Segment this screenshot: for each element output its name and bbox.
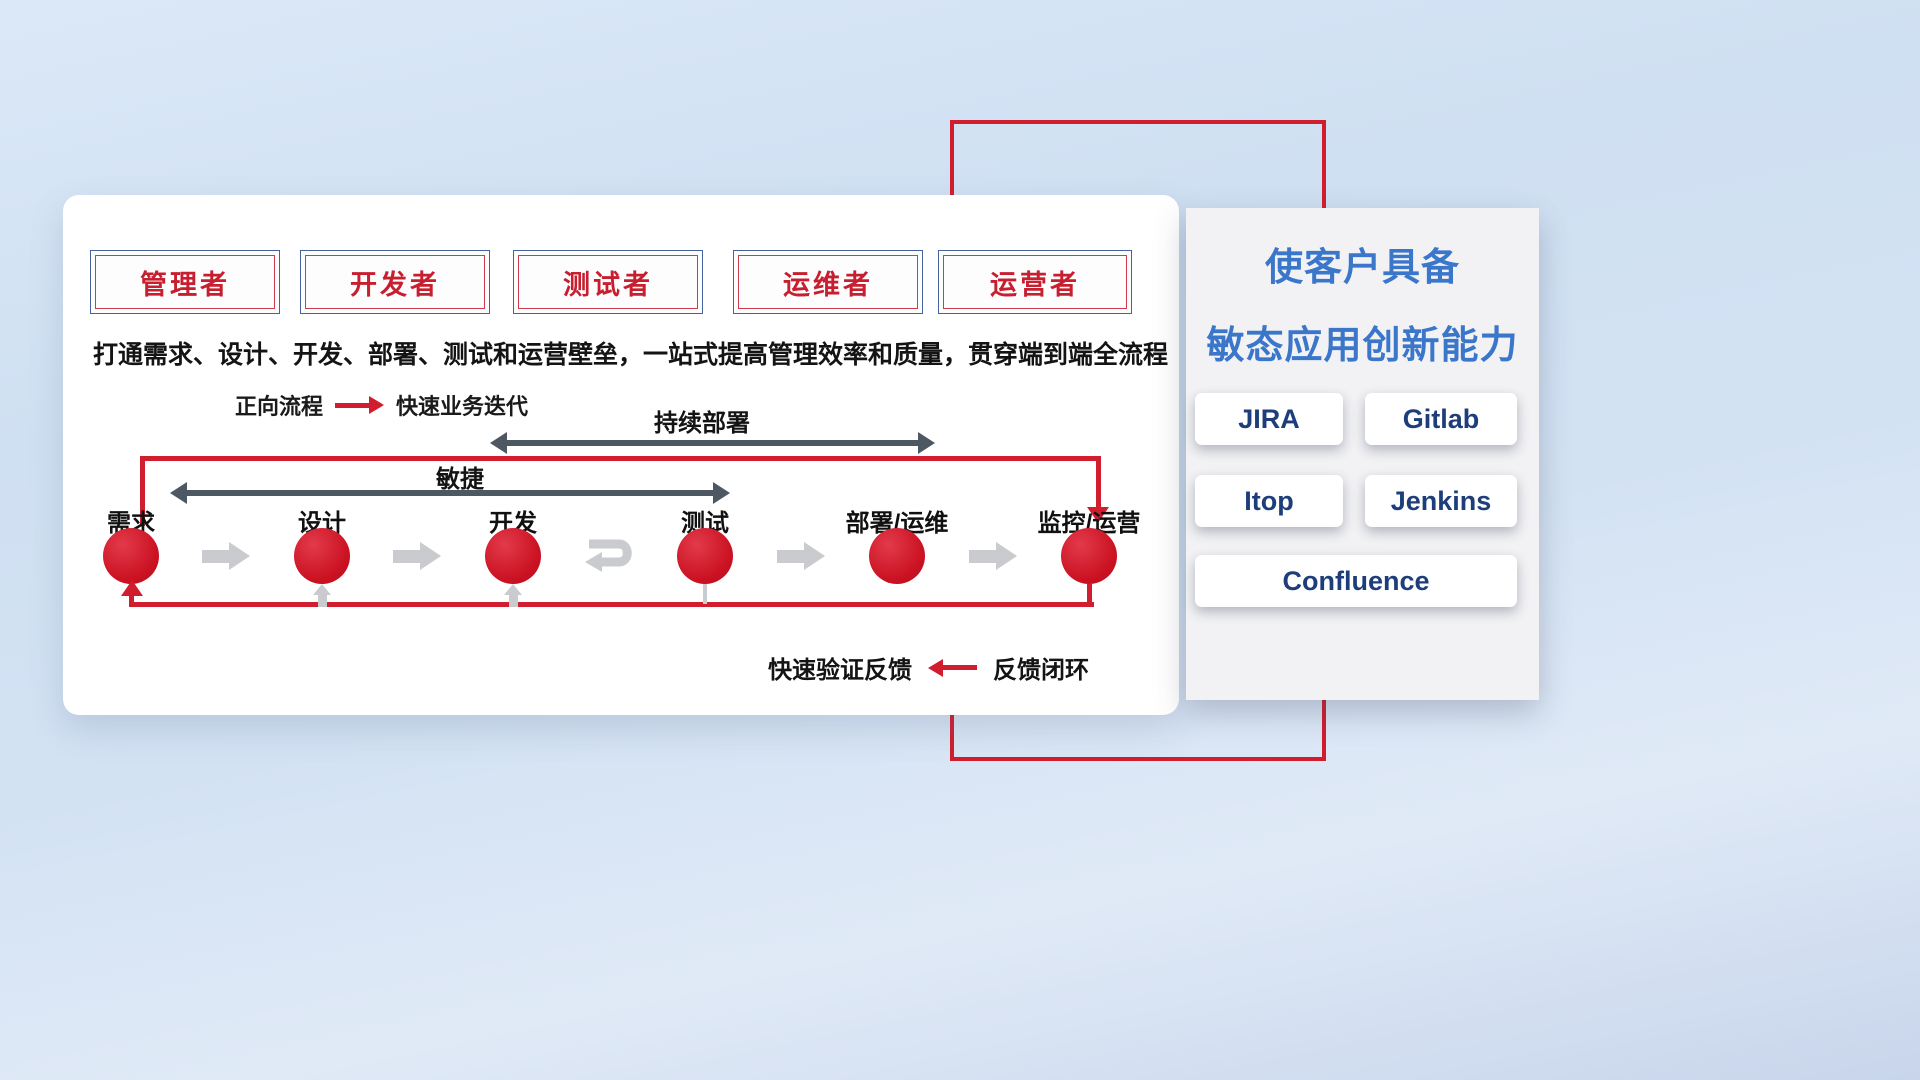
panel-title-line1: 使客户具备 (1264, 247, 1460, 289)
role-box-tester: 测试者 (513, 250, 703, 314)
forward-loop-line-top (140, 456, 1101, 461)
tool-chip-confluence: Confluence (1195, 555, 1517, 607)
role-box-manager: 管理者 (90, 250, 280, 314)
forward-loop-line-left (140, 456, 145, 526)
role-box-operator: 运营者 (938, 250, 1132, 314)
feedback-up-arrow-design-icon (313, 584, 331, 607)
forward-legend-label: 正向流程 (235, 394, 324, 419)
panel-title-line2: 敏态应用创新能力 (1206, 325, 1519, 367)
node-circle-design (294, 528, 350, 584)
role-label-developer: 开发者 (305, 255, 485, 309)
continuous-deployment-label: 持续部署 (654, 410, 750, 437)
tool-chip-jenkins: Jenkins (1365, 475, 1517, 527)
agile-arrow-icon (170, 482, 730, 504)
continuous-deployment-arrow-icon (490, 432, 935, 454)
role-label-operator: 运营者 (943, 255, 1127, 309)
role-label-tester: 测试者 (518, 255, 698, 309)
feedback-legend: 快速验证反馈 反馈闭环 (768, 650, 1089, 685)
forward-loop-arrowhead-down-icon (1087, 507, 1109, 523)
capability-panel: 使客户具备 敏态应用创新能力 JIRA Gitlab Itop Jenkins … (1186, 208, 1539, 700)
node-circle-requirement (103, 528, 159, 584)
feedback-arrow-icon (928, 658, 977, 677)
forward-legend: 正向流程 快速业务迭代 (235, 389, 528, 421)
process-diagram-card: 管理者 开发者 测试者 运维者 运营者 打通需求、设计、开发、部署、测试和运营壁… (63, 195, 1179, 715)
feedback-loop-arrowhead-up-icon (121, 580, 143, 596)
node-circle-test (677, 528, 733, 584)
flow-arrow-icon-4 (969, 542, 1017, 570)
node-circle-monitor-operate (1061, 528, 1117, 584)
tool-chip-gitlab: Gitlab (1365, 393, 1517, 445)
iteration-return-icon (585, 539, 632, 572)
forward-arrow-icon (335, 396, 385, 414)
agile-label: 敏捷 (436, 466, 484, 493)
tool-chip-jira: JIRA (1195, 393, 1343, 445)
feedback-loop-line-right (1087, 584, 1092, 604)
feedback-connector-test-line (703, 584, 707, 604)
flow-arrow-icon-3 (777, 542, 825, 570)
feedback-fast-label: 快速验证反馈 (768, 657, 912, 684)
node-circle-develop (485, 528, 541, 584)
flow-arrow-icon-1 (202, 542, 250, 570)
role-box-developer: 开发者 (300, 250, 490, 314)
flow-arrow-icon-2 (393, 542, 441, 570)
forward-loop-line-right (1096, 456, 1101, 508)
headline-text: 打通需求、设计、开发、部署、测试和运营壁垒，一站式提高管理效率和质量，贯穿端到端… (93, 341, 1169, 369)
feedback-loop-label: 反馈闭环 (993, 657, 1089, 684)
role-label-manager: 管理者 (95, 255, 275, 309)
feedback-loop-line-left (129, 595, 134, 605)
forward-legend-desc: 快速业务迭代 (396, 394, 529, 419)
node-circle-deploy-ops (869, 528, 925, 584)
feedback-up-arrow-develop-icon (504, 584, 522, 607)
feedback-loop-line-bottom (129, 602, 1094, 607)
role-label-ops: 运维者 (738, 255, 918, 309)
role-box-ops: 运维者 (733, 250, 923, 314)
tool-chip-itop: Itop (1195, 475, 1343, 527)
